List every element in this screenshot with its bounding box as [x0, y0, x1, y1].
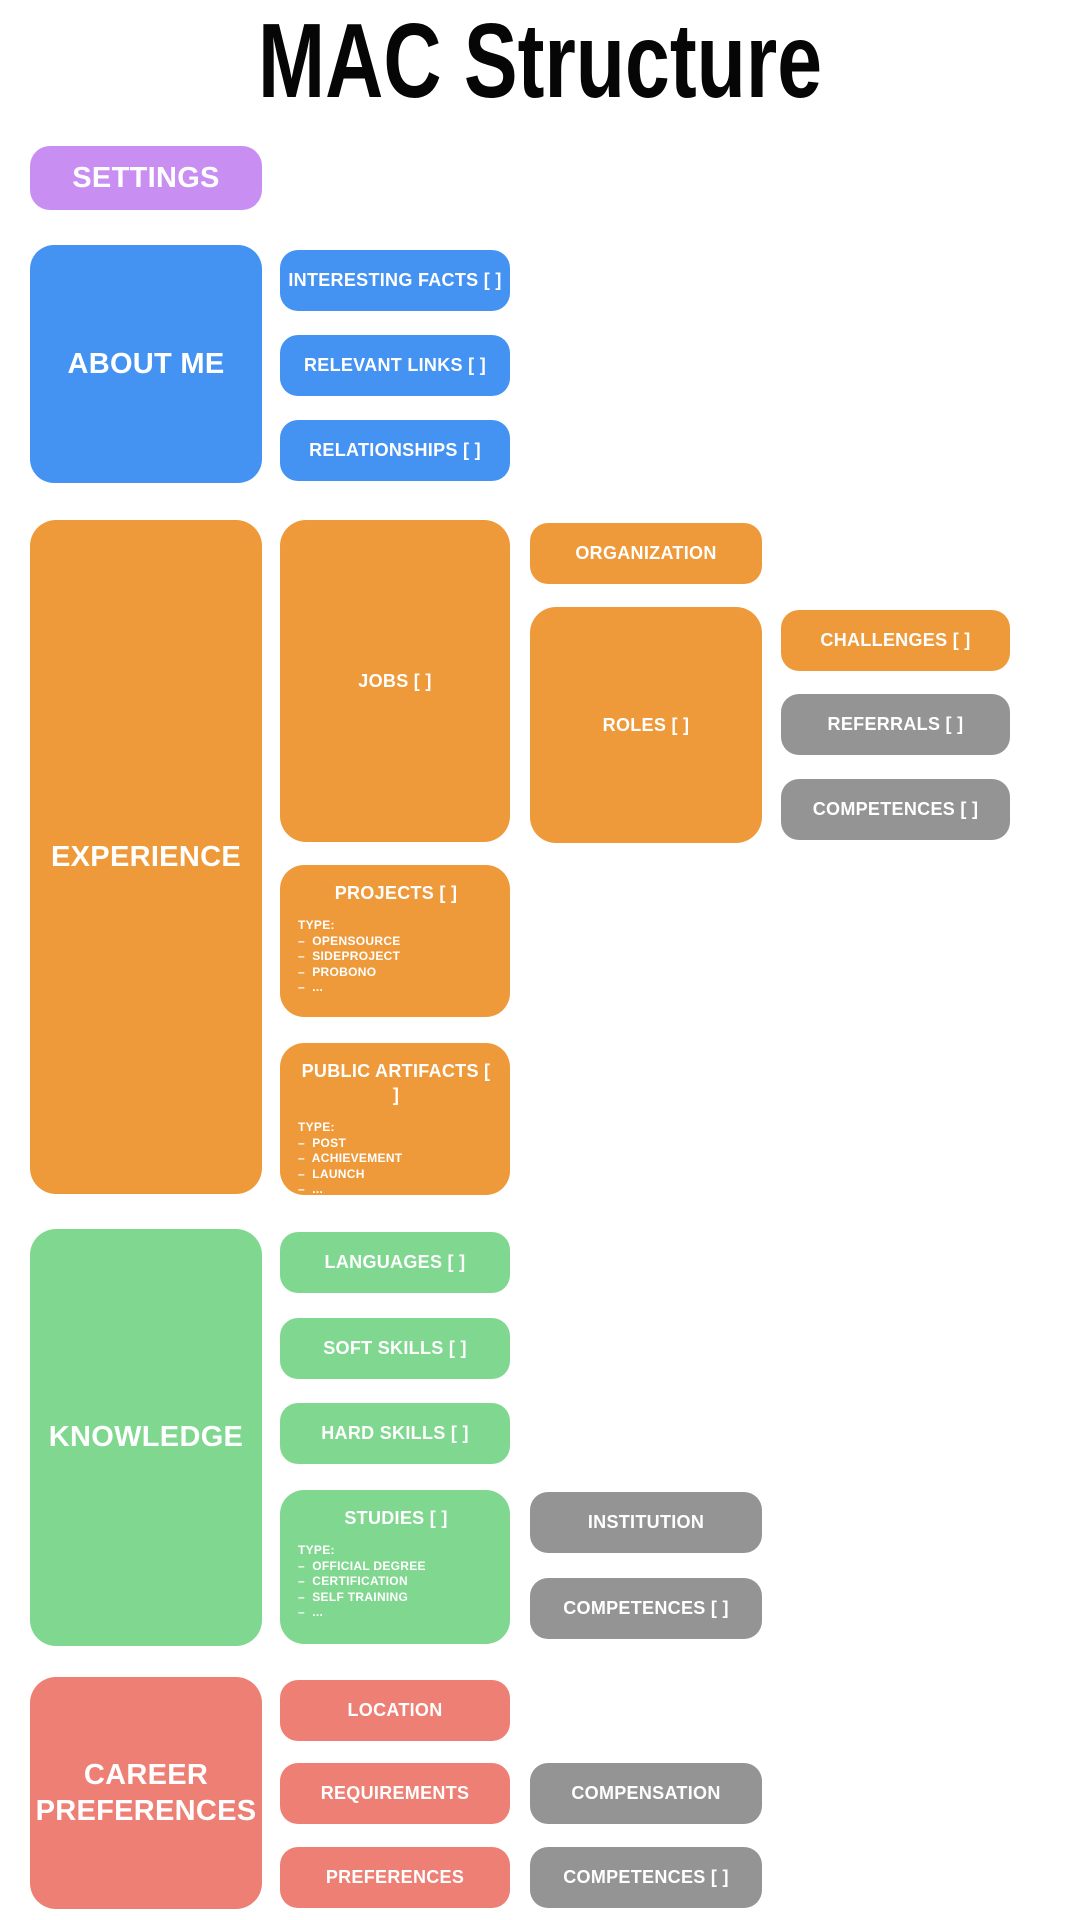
location-label: LOCATION: [347, 1700, 443, 1720]
settings-block: SETTINGS: [30, 146, 262, 210]
career-competences-label: COMPETENCES [ ]: [563, 1867, 729, 1887]
experience-block: EXPERIENCE: [30, 520, 262, 1194]
roles-block: ROLES [ ]: [530, 607, 762, 843]
challenges-block: CHALLENGES [ ]: [781, 610, 1010, 671]
institution-label: INSTITUTION: [587, 1512, 705, 1532]
relevant-links-block: RELEVANT LINKS [ ]: [280, 335, 510, 396]
languages-label: LANGUAGES [ ]: [324, 1252, 466, 1272]
relationships-block: RELATIONSHIPS [ ]: [280, 420, 510, 481]
about-me-label: ABOUT ME: [67, 347, 225, 380]
hard-skills-label: HARD SKILLS [ ]: [321, 1423, 469, 1443]
requirements-block: REQUIREMENTS: [280, 1763, 510, 1824]
challenges-label: CHALLENGES [ ]: [820, 630, 971, 650]
about-me-block: ABOUT ME: [30, 245, 262, 483]
relationships-label: RELATIONSHIPS [ ]: [309, 440, 481, 460]
page-title: MAC Structure: [0, 8, 1080, 114]
projects-label: PROJECTS [ ]: [334, 883, 458, 903]
type-line: TYPE:: [298, 918, 335, 932]
organization-label: ORGANIZATION: [575, 543, 717, 563]
location-block: LOCATION: [280, 1680, 510, 1741]
studies-competences-label: COMPETENCES [ ]: [563, 1598, 729, 1618]
type-line: – PROBONO: [298, 964, 377, 979]
organization-block: ORGANIZATION: [530, 523, 762, 584]
type-line: – ...: [298, 1605, 324, 1619]
hard-skills-block: HARD SKILLS [ ]: [280, 1403, 510, 1464]
soft-skills-block: SOFT SKILLS [ ]: [280, 1318, 510, 1379]
type-line: – CERTIFICATION: [298, 1574, 408, 1588]
career-preferences-block: CAREER PREFERENCES: [30, 1677, 262, 1909]
languages-block: LANGUAGES [ ]: [280, 1232, 510, 1293]
interesting-facts-block: INTERESTING FACTS [ ]: [280, 250, 510, 311]
type-line: – POST: [298, 1135, 347, 1150]
relevant-links-label: RELEVANT LINKS [ ]: [303, 355, 487, 375]
type-line: – LAUNCH: [298, 1166, 365, 1181]
referrals-block: REFERRALS [ ]: [781, 694, 1010, 755]
career-preferences-label: CAREER PREFERENCES: [35, 1758, 257, 1827]
projects-block: PROJECTS [ ] TYPE:– OPENSOURCE– SIDEPROJ…: [280, 865, 510, 1017]
career-competences-block: COMPETENCES [ ]: [530, 1847, 762, 1908]
requirements-label: REQUIREMENTS: [320, 1783, 470, 1803]
studies-type-list: TYPE:– OFFICIAL DEGREE– CERTIFICATION– S…: [298, 1543, 494, 1621]
type-line: – ...: [298, 980, 324, 994]
type-line: – OPENSOURCE: [298, 933, 401, 948]
jobs-block: JOBS [ ]: [280, 520, 510, 842]
public-artifacts-label: PUBLIC ARTIFACTS [ ]: [301, 1061, 491, 1105]
type-line: – ACHIEVEMENT: [298, 1151, 403, 1165]
preferences-label: PREFERENCES: [325, 1867, 465, 1887]
page-title-text: MAC Structure: [258, 2, 822, 120]
type-line: – SIDEPROJECT: [298, 949, 401, 963]
type-line: TYPE:: [298, 1543, 335, 1557]
public-artifacts-type-list: TYPE:– POST– ACHIEVEMENT– LAUNCH– ...: [298, 1120, 494, 1198]
type-line: TYPE:: [298, 1120, 335, 1134]
roles-competences-block: COMPETENCES [ ]: [781, 779, 1010, 840]
studies-competences-block: COMPETENCES [ ]: [530, 1578, 762, 1639]
soft-skills-label: SOFT SKILLS [ ]: [323, 1338, 467, 1358]
compensation-label: COMPENSATION: [571, 1783, 721, 1803]
institution-block: INSTITUTION: [530, 1492, 762, 1553]
experience-label: EXPERIENCE: [51, 840, 241, 873]
public-artifacts-block: PUBLIC ARTIFACTS [ ] TYPE:– POST– ACHIEV…: [280, 1043, 510, 1198]
type-line: – OFFICIAL DEGREE: [298, 1558, 426, 1573]
interesting-facts-label: INTERESTING FACTS [ ]: [288, 270, 502, 290]
compensation-block: COMPENSATION: [530, 1763, 762, 1824]
roles-competences-label: COMPETENCES [ ]: [812, 799, 979, 819]
jobs-label: JOBS [ ]: [358, 670, 432, 691]
settings-label: SETTINGS: [72, 161, 220, 194]
referrals-label: REFERRALS [ ]: [827, 714, 964, 734]
knowledge-label: KNOWLEDGE: [48, 1421, 244, 1454]
projects-type-list: TYPE:– OPENSOURCE– SIDEPROJECT– PROBONO–…: [298, 918, 494, 996]
studies-block: STUDIES [ ] TYPE:– OFFICIAL DEGREE– CERT…: [280, 1490, 510, 1644]
roles-label: ROLES [ ]: [602, 714, 690, 735]
knowledge-block: KNOWLEDGE: [30, 1229, 262, 1646]
type-line: – ...: [298, 1182, 324, 1196]
type-line: – SELF TRAINING: [298, 1589, 409, 1604]
preferences-block: PREFERENCES: [280, 1847, 510, 1908]
studies-label: STUDIES [ ]: [344, 1508, 448, 1528]
